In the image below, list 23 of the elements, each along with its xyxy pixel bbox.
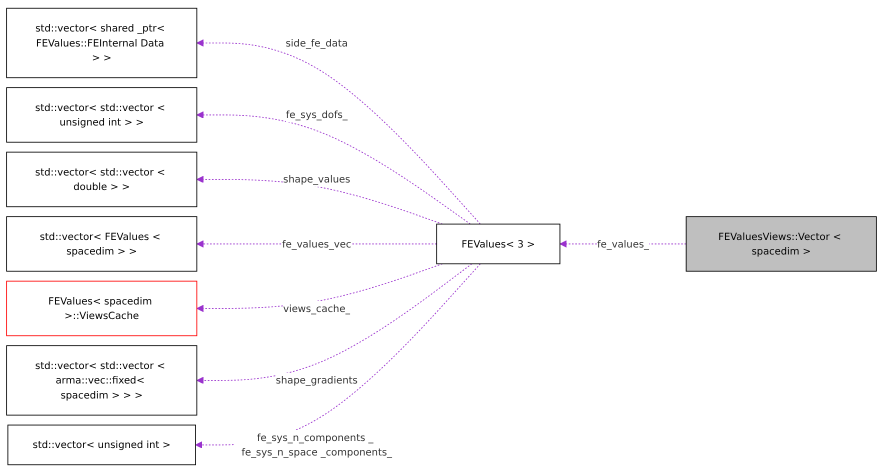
edge-label: fe_values_ [597,238,649,250]
node-box: FEValuesViews::Vector < spacedim > [686,216,877,272]
node-box: std::vector< shared _ptr< FEValues::FEInternal Data > > [6,8,198,78]
arrow [196,39,481,224]
arrow [196,263,472,384]
edge-label: views_cache_ [283,302,350,314]
arrow [196,176,443,224]
arrow [196,111,471,224]
node-box: std::vector< std::vector < double > > [6,152,198,208]
edge-label: shape_gradients [276,374,358,386]
edge-label: side_fe_data [286,37,348,49]
edge-label: fe_values_vec [282,238,352,250]
arrow [196,263,443,312]
node-box: FEValues< 3 > [436,224,560,264]
node-box: std::vector< FEValues < spacedim > > [6,216,198,272]
edge-label: shape_values [283,174,350,186]
edge-label: fe_sys_dofs_ [286,109,348,121]
edge-label: fe_sys_n_components _ fe_sys_n_space _components_ [241,432,392,458]
node-box: std::vector< std::vector < arma::vec::fixed< spacedim > > > [6,345,198,416]
node-box: FEValues< spacedim >::ViewsCache [6,280,198,336]
node-box: std::vector< unsigned int > [7,424,196,466]
node-box: std::vector< std::vector < unsigned int > > [6,87,198,143]
arrow [195,263,481,449]
